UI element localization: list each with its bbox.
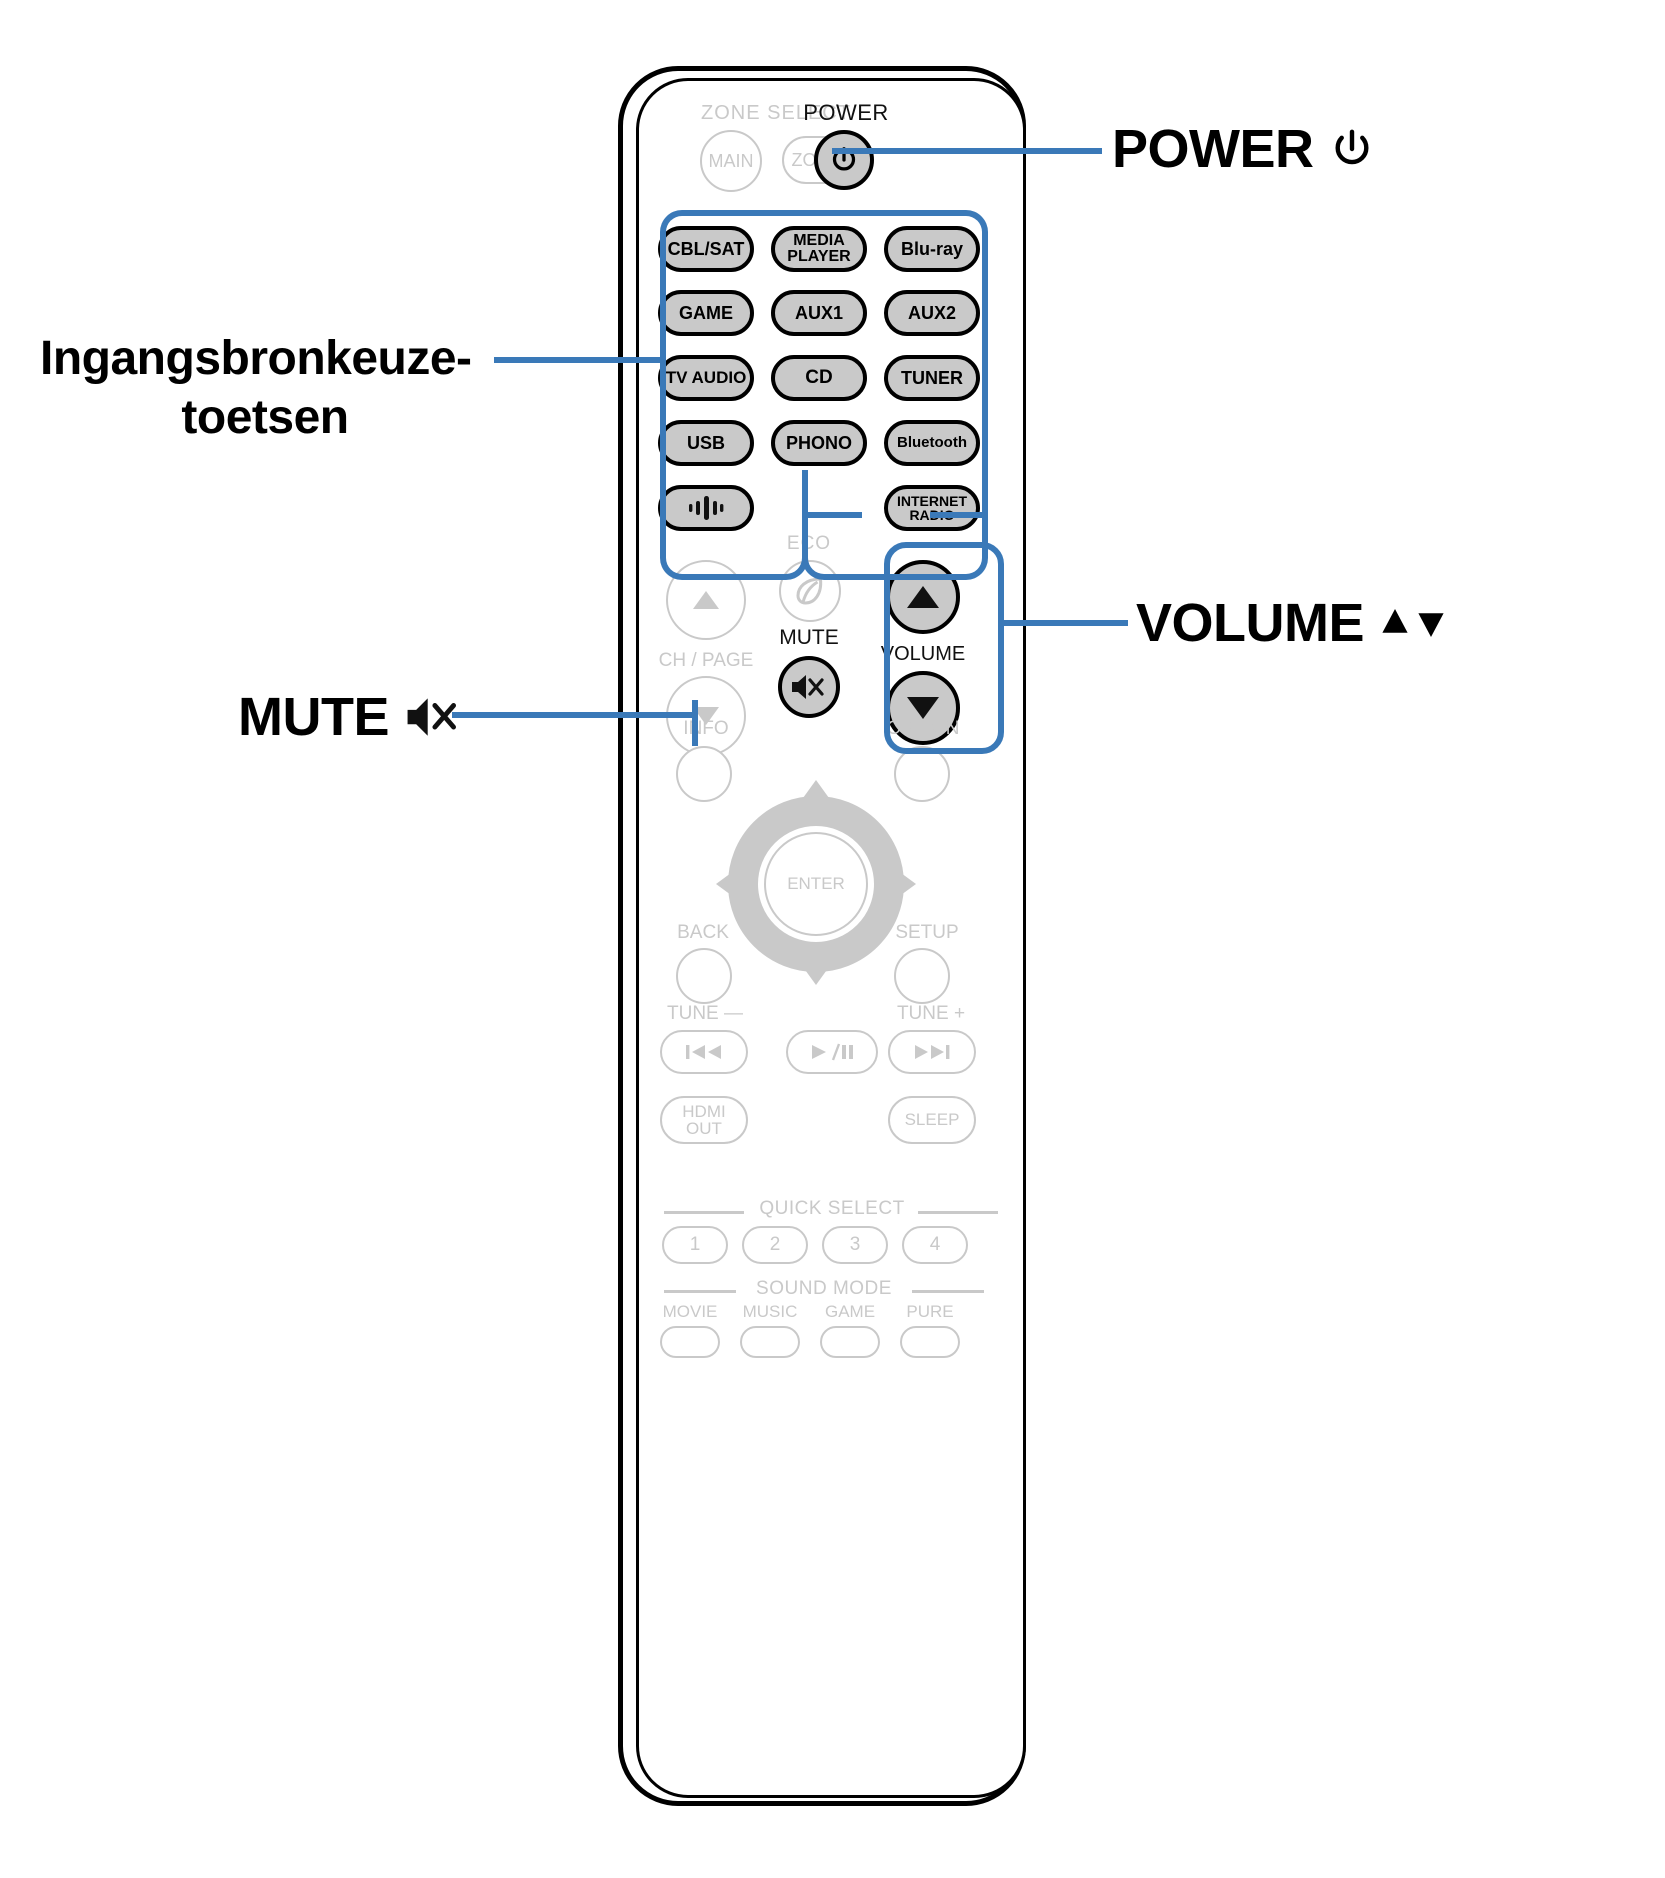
tune-plus-button[interactable]: [888, 1030, 976, 1074]
mute-leader-line-horizontal: [452, 712, 698, 718]
triangle-down-icon: [907, 697, 939, 719]
input-media-player-line2: PLAYER: [787, 248, 851, 265]
play-pause-button[interactable]: [786, 1030, 878, 1074]
volume-up-button[interactable]: [886, 560, 960, 634]
sound-mode-game-button[interactable]: [820, 1326, 880, 1358]
triangle-up-icon: [907, 586, 939, 608]
sound-mode-music-button[interactable]: [740, 1326, 800, 1358]
quick-select-4-button[interactable]: 4: [902, 1226, 968, 1264]
callout-input-sources-line1: Ingangsbronkeuze-: [40, 332, 472, 385]
dpad-right-icon[interactable]: [901, 873, 916, 895]
input-sources-leader-line: [494, 357, 666, 363]
input-phono-button[interactable]: PHONO: [771, 420, 867, 466]
volume-label: VOLUME: [880, 643, 966, 665]
input-cd-button[interactable]: CD: [771, 355, 867, 401]
mute-leader-line-vertical: [692, 700, 698, 746]
option-button[interactable]: [894, 746, 950, 802]
tune-minus-label: TUNE —: [667, 1003, 743, 1024]
heos-icon: [689, 496, 724, 520]
input-heos-button[interactable]: [658, 485, 754, 531]
quick-select-rule-right: [918, 1211, 998, 1214]
input-sources-highlight-join-2: [930, 512, 988, 518]
option-label: OPTION: [886, 718, 960, 739]
power-leader-line: [832, 148, 1102, 154]
callout-volume: VOLUME: [1136, 592, 1448, 654]
ch-page-label: CH / PAGE: [658, 650, 754, 671]
callout-mute: MUTE: [238, 686, 461, 748]
sound-mode-movie-label: MOVIE: [662, 1302, 718, 1321]
setup-label: SETUP: [895, 922, 959, 943]
setup-button[interactable]: [894, 948, 950, 1004]
quick-select-label: QUICK SELECT: [759, 1198, 905, 1219]
dpad-down-icon[interactable]: [803, 967, 829, 985]
quick-select-rule-left: [664, 1211, 744, 1214]
enter-button[interactable]: ENTER: [764, 832, 868, 936]
quick-select-1-button[interactable]: 1: [662, 1226, 728, 1264]
callout-volume-text: VOLUME: [1136, 593, 1365, 653]
sound-mode-label: SOUND MODE: [756, 1278, 892, 1299]
tune-minus-button[interactable]: [660, 1030, 748, 1074]
input-sources-highlight-join: [802, 512, 862, 518]
mute-label: MUTE: [779, 626, 839, 649]
input-media-player-button[interactable]: MEDIA PLAYER: [771, 226, 867, 272]
callout-input-sources: Ingangsbronkeuze- toetsen: [40, 330, 490, 447]
input-tuner-button[interactable]: TUNER: [884, 355, 980, 401]
sound-mode-rule-right: [912, 1290, 984, 1293]
next-track-icon: [915, 1045, 950, 1059]
input-media-player-line1: MEDIA: [793, 231, 845, 249]
sound-mode-rule-left: [664, 1290, 736, 1293]
ch-page-up-button[interactable]: [666, 560, 746, 640]
callout-mute-text: MUTE: [238, 687, 389, 747]
quick-select-2-button[interactable]: 2: [742, 1226, 808, 1264]
eco-button[interactable]: [779, 560, 841, 622]
prev-track-icon: [686, 1045, 721, 1059]
input-tv-audio-button[interactable]: TV AUDIO: [658, 355, 754, 401]
tune-plus-label: TUNE +: [896, 1003, 966, 1024]
chevron-up-icon: [693, 591, 719, 609]
input-aux1-button[interactable]: AUX1: [771, 290, 867, 336]
power-button[interactable]: [814, 130, 874, 190]
info-label: INFO: [683, 718, 729, 739]
up-down-triangles-icon: [1378, 602, 1448, 644]
sound-mode-music-label: MUSIC: [742, 1302, 798, 1321]
speaker-mute-icon: [407, 698, 456, 736]
volume-leader-line: [1000, 620, 1128, 626]
sound-mode-pure-button[interactable]: [900, 1326, 960, 1358]
remote-face: ZONE SELECT MAIN ZONE 2 POWER CBL/SAT ME…: [636, 78, 1026, 1798]
power-symbol-icon: [1335, 129, 1368, 165]
sound-mode-pure-label: PURE: [906, 1302, 954, 1321]
input-aux2-button[interactable]: AUX2: [884, 290, 980, 336]
input-bluetooth-button[interactable]: Bluetooth: [884, 420, 980, 466]
zone-select-main-button[interactable]: MAIN: [700, 130, 762, 192]
back-button[interactable]: [676, 948, 732, 1004]
hdmi-out-button[interactable]: HDMI OUT: [660, 1096, 748, 1144]
sound-mode-movie-button[interactable]: [660, 1326, 720, 1358]
input-usb-button[interactable]: USB: [658, 420, 754, 466]
power-label: POWER: [803, 100, 889, 125]
input-game-button[interactable]: GAME: [658, 290, 754, 336]
hdmi-out-line2: OUT: [686, 1119, 722, 1138]
input-blu-ray-button[interactable]: Blu-ray: [884, 226, 980, 272]
hdmi-out-line1: HDMI: [682, 1101, 726, 1121]
input-cbl-sat-button[interactable]: CBL/SAT: [658, 226, 754, 272]
dpad-left-icon[interactable]: [716, 873, 731, 895]
zone-select-label: ZONE SELECT: [701, 102, 851, 124]
speaker-mute-icon: [792, 675, 824, 699]
sleep-button[interactable]: SLEEP: [888, 1096, 976, 1144]
callout-power-text: POWER: [1112, 119, 1314, 179]
chevron-down-icon: [693, 707, 719, 725]
dpad-up-icon[interactable]: [803, 780, 829, 798]
back-label: BACK: [677, 922, 729, 943]
callout-power: POWER: [1112, 118, 1374, 180]
callout-input-sources-line2: toetsen: [181, 390, 349, 444]
sound-mode-game-label: GAME: [824, 1302, 876, 1321]
quick-select-3-button[interactable]: 3: [822, 1226, 888, 1264]
mute-button[interactable]: [778, 656, 840, 718]
play-pause-icon: [812, 1043, 853, 1061]
leaf-icon: [796, 577, 823, 605]
input-internet-radio-line1: INTERNET: [897, 492, 967, 509]
input-internet-radio-button[interactable]: INTERNET RADIO: [884, 485, 980, 531]
eco-label: ECO: [786, 533, 832, 554]
info-button[interactable]: [676, 746, 732, 802]
